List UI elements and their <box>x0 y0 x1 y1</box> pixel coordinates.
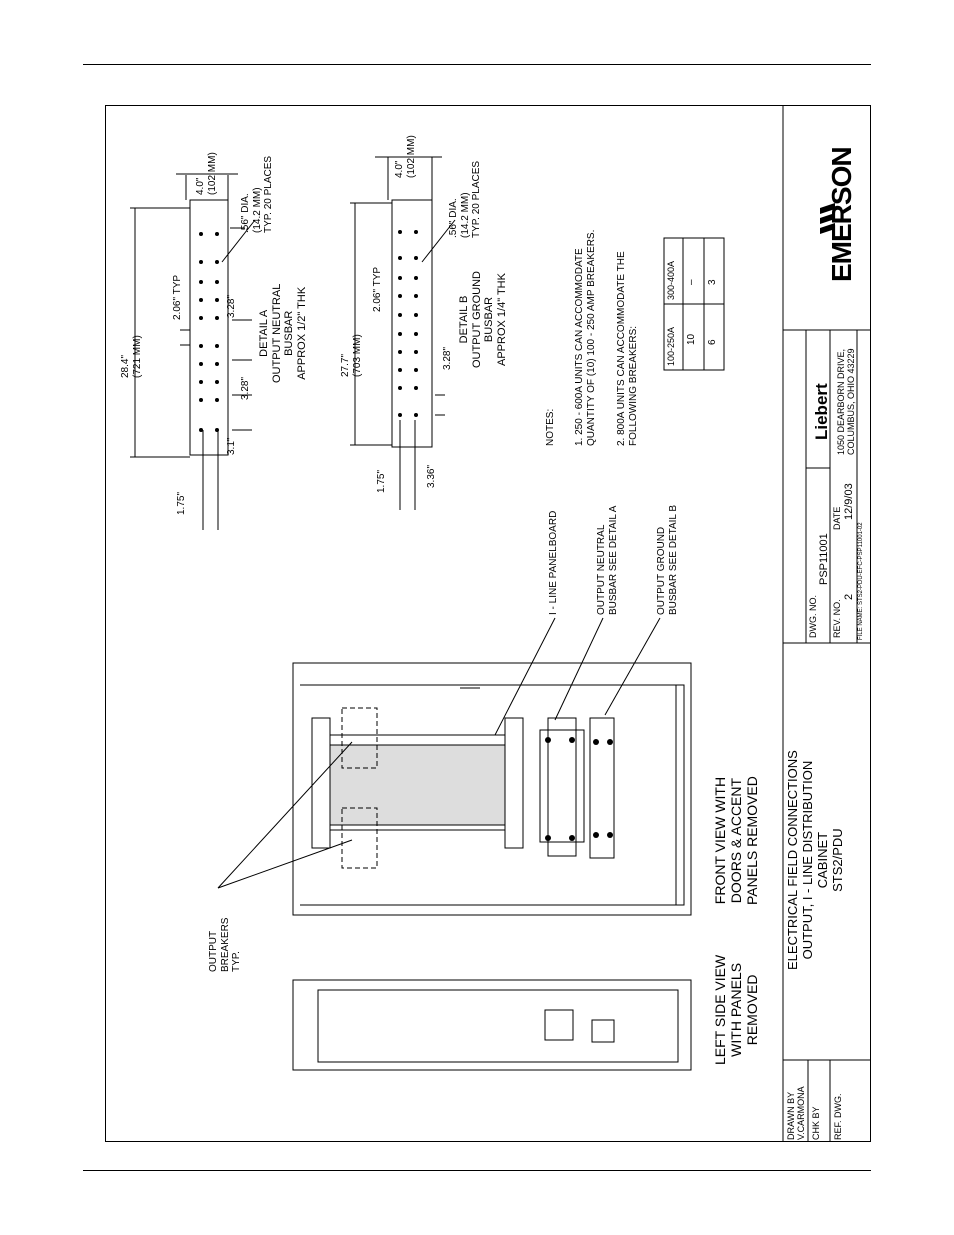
leader-neutral <box>554 617 604 721</box>
busbar-holes <box>199 230 613 841</box>
panelboard-bracket <box>504 717 524 849</box>
emerson-logo: EMERSON <box>826 147 857 282</box>
panelboard-body <box>329 744 506 826</box>
ref-dwg-label: REF. DWG. <box>833 1093 843 1141</box>
bottom-rule <box>83 1170 871 1171</box>
detail-a-busbar <box>189 199 229 456</box>
front-view-cabinet <box>292 662 692 916</box>
detail-a-gap-1: 3.28" <box>226 294 237 318</box>
side-view-component <box>544 1009 574 1041</box>
table-header-2: 300-400A <box>666 260 676 300</box>
table-cell: 3 <box>707 279 718 285</box>
detail-a-length: 28.4"(721 MM) <box>120 335 143 378</box>
detail-b-end-offset: 3.36" <box>426 464 437 488</box>
emerson-logo-mark <box>820 203 835 234</box>
detail-b-edge-offset: 1.75" <box>376 469 387 493</box>
detail-b-hole-spec: .56" DIA.(14.2 MM)TYP. 20 PLACES <box>448 160 482 238</box>
notes-heading: NOTES: <box>545 408 556 446</box>
neutral-busbar-front <box>547 717 577 857</box>
drawing-sheet <box>105 105 871 1142</box>
detail-b-width: 4.0"(102 MM) <box>394 135 417 178</box>
address: 1050 DEARBORN DRIVE,COLUMBUS, OHIO 43229 <box>836 348 857 455</box>
date-label: DATE <box>832 506 842 530</box>
breaker-outline <box>341 807 378 869</box>
leader-ground <box>604 617 661 716</box>
breaker-outline <box>341 707 378 769</box>
detail-a-end-offset: 3.1" <box>226 437 237 455</box>
detail-a-width: 4.0"(102 MM) <box>195 152 218 195</box>
top-rule <box>83 64 871 65</box>
detail-b-busbar <box>391 199 433 448</box>
neutral-busbar-plate <box>539 729 585 843</box>
leader-breakers <box>217 741 353 889</box>
rev-no: 2 <box>843 593 855 600</box>
detail-b-length: 27.7"(703 MM) <box>340 334 363 377</box>
table-cell: 6 <box>707 339 718 345</box>
detail-a-edge-offset: 1.75" <box>176 491 187 515</box>
ground-busbar-front <box>589 717 615 859</box>
date-value: 12/9/03 <box>843 483 855 520</box>
table-header-1: 100-250A <box>666 326 676 366</box>
detail-b-gap: 3.28" <box>442 346 453 370</box>
left-side-view <box>292 979 692 1071</box>
callout-panelboard: I - LINE PANELBOARD <box>548 510 559 615</box>
side-view-component <box>591 1019 615 1043</box>
table-cell: 10 <box>686 333 697 345</box>
detail-a-hole-spec: .56" DIA.(14.2 MM)TYP. 20 PLACES <box>240 155 274 233</box>
chk-by-label: CHK BY <box>811 1106 821 1140</box>
detail-a-pitch: 2.06" TYP <box>172 274 183 320</box>
dwg-no: PSP11001 <box>818 533 830 585</box>
rev-label: REV. NO. <box>832 599 842 638</box>
file-name: FILE NAME: STS2-PDU-EFC-PSP11001-02 <box>858 522 864 640</box>
side-rail <box>675 684 685 906</box>
detail-a-gap-2: 3.28" <box>240 376 251 400</box>
liebert-logo: Liebert <box>812 383 831 440</box>
leader-panelboard <box>494 617 556 736</box>
table-cell: – <box>686 279 697 285</box>
dwg-no-label: DWG. NO. <box>808 595 818 638</box>
detail-b-pitch: 2.06" TYP <box>372 266 383 312</box>
